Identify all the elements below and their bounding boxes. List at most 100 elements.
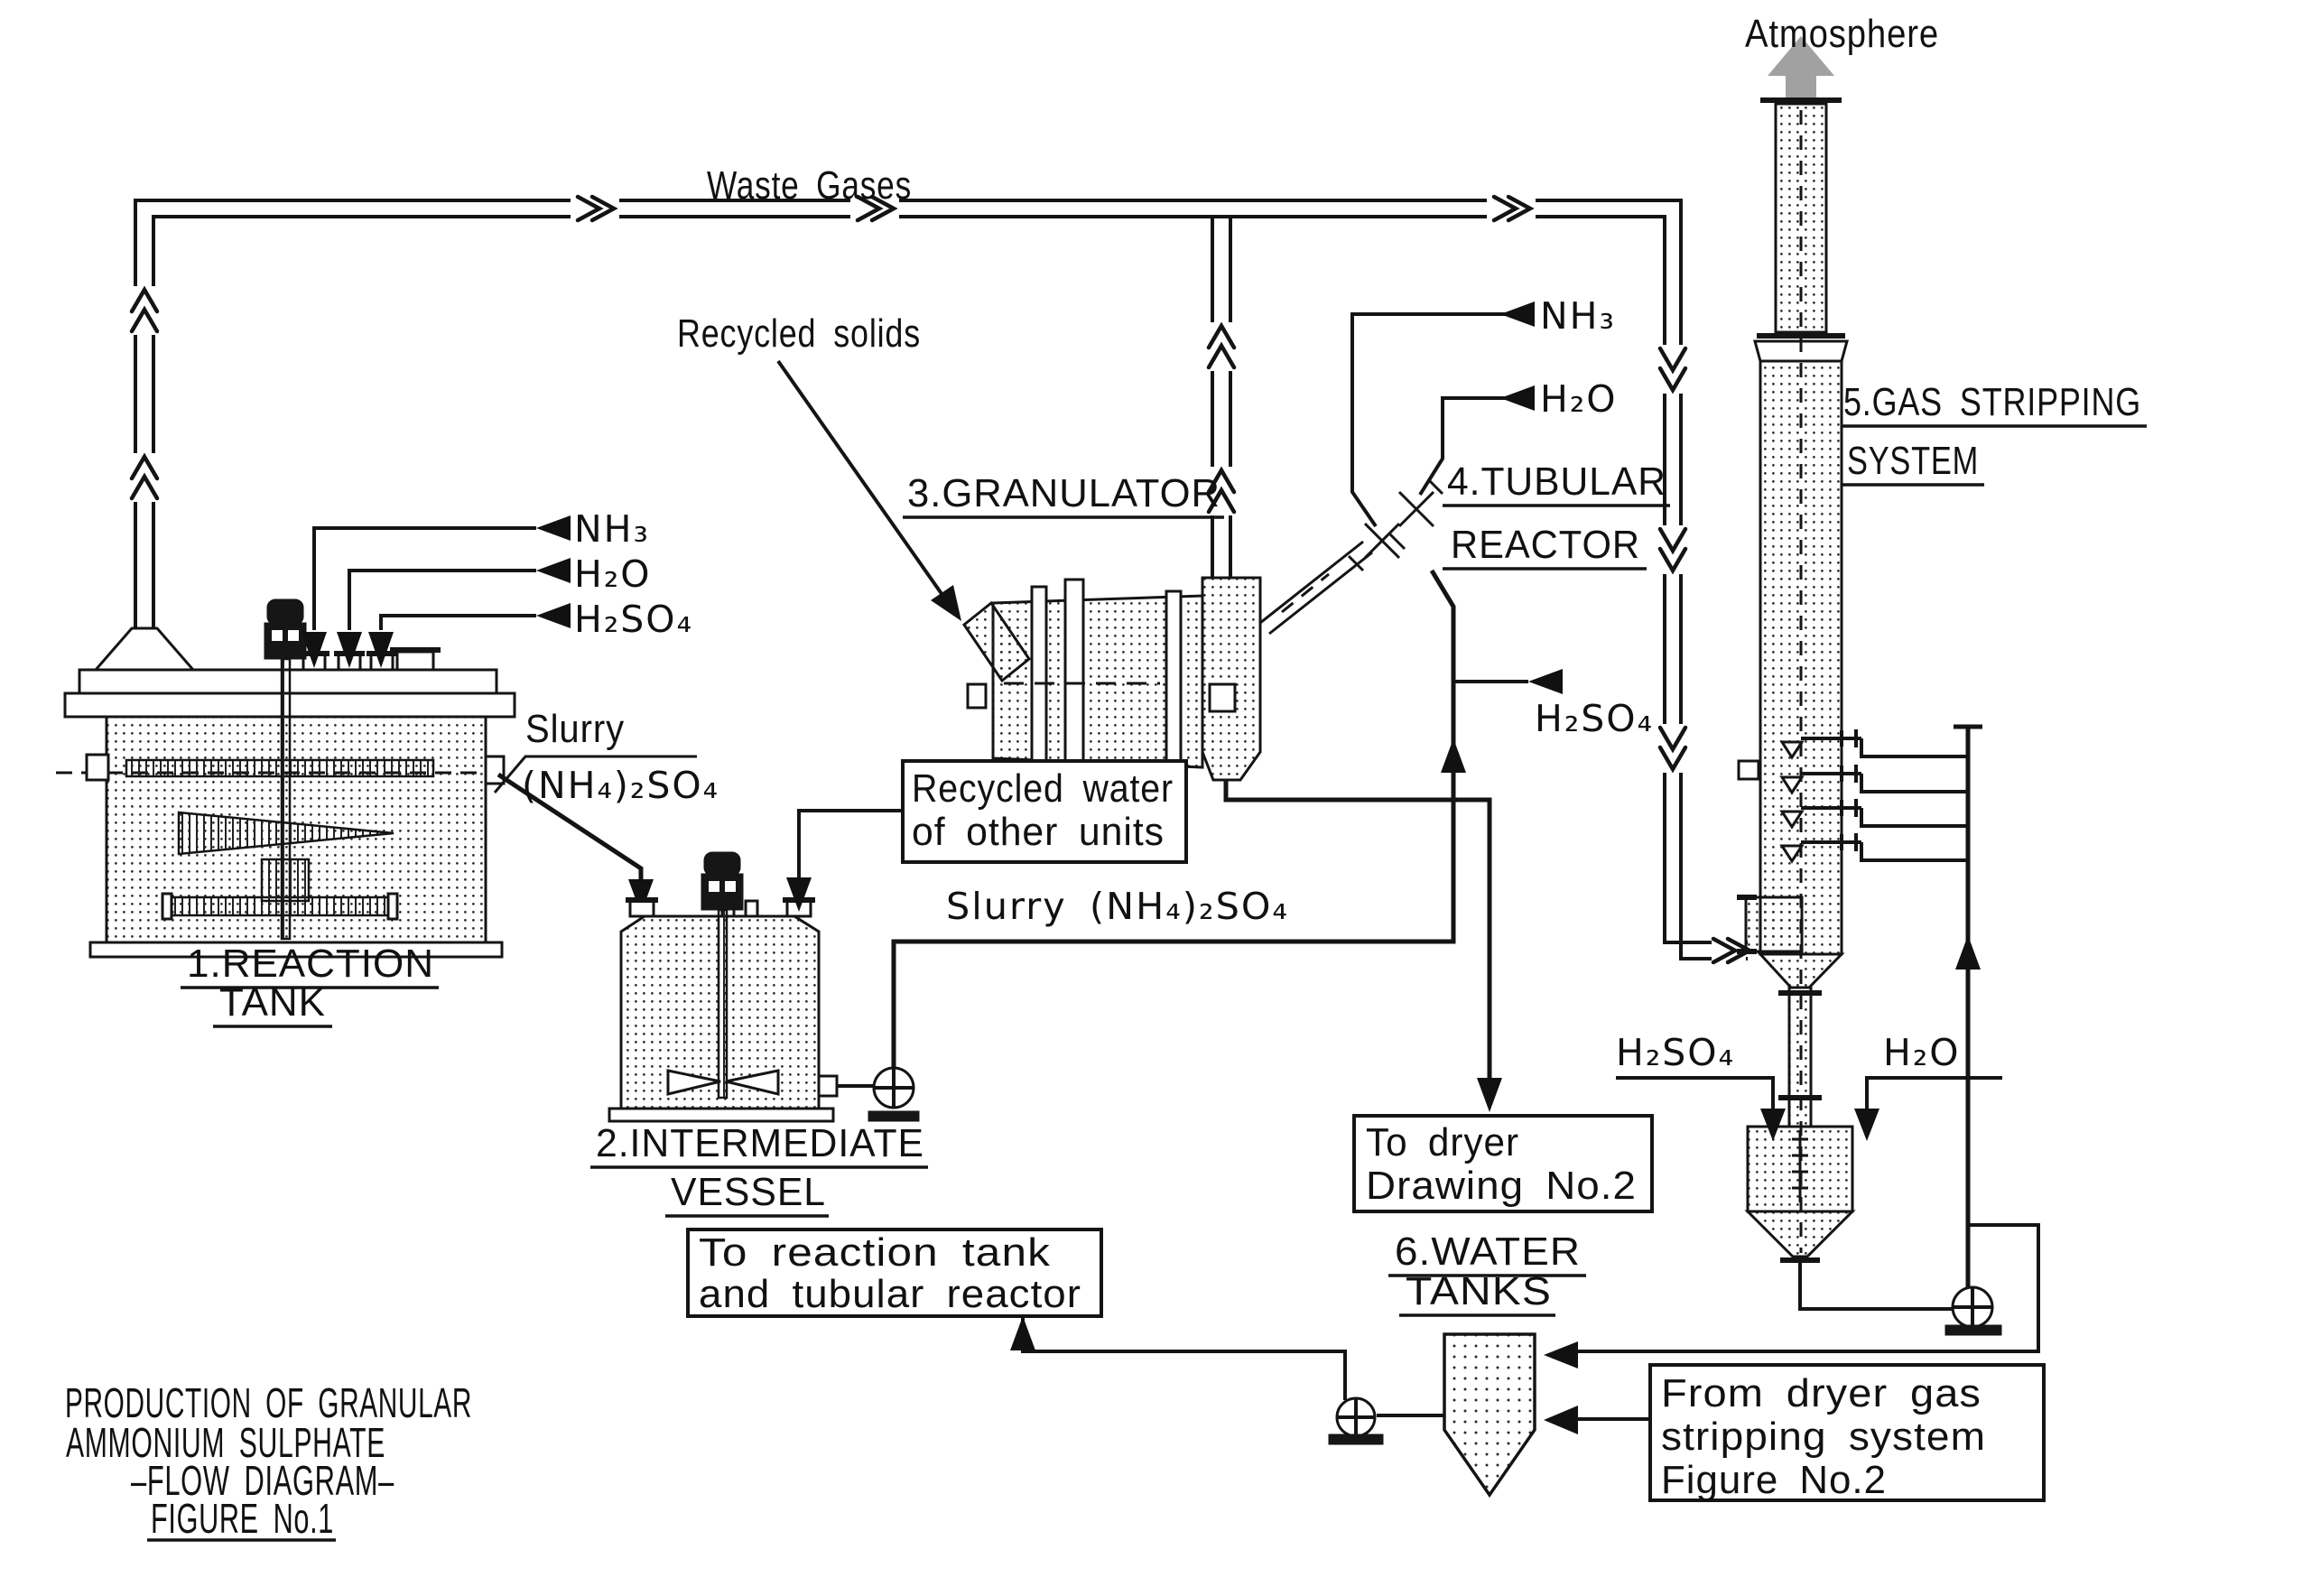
up-arrow-icon [1955, 935, 1981, 970]
title-line-3: –FLOW DIAGRAM– [131, 1457, 394, 1504]
reaction-tank-label-1: 1.REACTION [187, 942, 434, 986]
slurry-line-to-vessel [493, 755, 697, 914]
water-tank-body [1443, 1332, 1536, 1499]
down-arrow-icon [1760, 1109, 1786, 1141]
recycled-water-line [786, 809, 903, 912]
agitator-motor-icon [701, 851, 744, 911]
left-arrow-icon [1544, 1341, 1578, 1369]
spray-nozzle-icon [1779, 810, 1805, 830]
recirculation-manifold [1954, 724, 1982, 1287]
to-reaction-box [686, 1228, 1103, 1318]
tubular-reactor-label-2: REACTOR [1451, 523, 1640, 567]
h2o-label-tank: H₂O [574, 552, 652, 596]
up-arrow-icon [1010, 1316, 1035, 1350]
down-arrow-icon [337, 632, 362, 668]
intermediate-vessel-label-1: 2.INTERMEDIATE [596, 1121, 924, 1165]
shaft-bearing [260, 858, 311, 903]
slurry-outlet-nozzle [484, 755, 506, 785]
stack-flare [92, 626, 197, 672]
outlet-nozzle [817, 1074, 839, 1098]
agitator-shaft [717, 908, 729, 1100]
title-line-1: PRODUCTION OF GRANULAR [65, 1379, 472, 1426]
from-dryer-box [1648, 1363, 2046, 1502]
propeller-blade [666, 1069, 721, 1096]
h2so4-label-stripping: H₂SO₄ [1616, 1031, 1735, 1074]
gas-stripping-label-2: SYSTEM [1847, 439, 1979, 483]
down-arrow-icon [368, 632, 394, 668]
tubular-reactor [1259, 302, 1535, 636]
left-arrow-icon [1544, 1406, 1578, 1434]
title-line-4: FIGURE No.1 [151, 1495, 334, 1542]
gas-inlet-box [1744, 895, 1804, 953]
to-reaction-text-1: To reaction tank [699, 1230, 1051, 1275]
from-dryer-text-1: From dryer gas [1661, 1371, 1982, 1415]
flow-chevron-down [1657, 345, 1688, 774]
down-arrow-icon [302, 632, 327, 668]
recycled-water-box [901, 759, 1188, 864]
h2o-feed-arrow-icon [536, 558, 571, 583]
slurry-word-label: Slurry [525, 707, 625, 751]
spray-nozzle-icon [1779, 775, 1805, 795]
down-arrow-icon [1477, 1078, 1502, 1112]
recycled-water-label-1: Recycled water [912, 766, 1174, 811]
leader-arrow-icon [931, 585, 961, 621]
spray-nozzle-icon [1779, 844, 1805, 864]
atmosphere-arrow-icon [1768, 36, 1834, 103]
impeller [177, 811, 394, 856]
granulator-label: 3.GRANULATOR [907, 471, 1220, 515]
note-boxes [686, 759, 2046, 1502]
reaction-tank-label-2: TANK [219, 980, 326, 1025]
feed-chute [961, 600, 1032, 683]
left-nozzle [85, 753, 110, 782]
flow-chevron-up [129, 285, 1237, 515]
title-line-2: AMMONIUM SULPHATE [66, 1419, 385, 1466]
nh3-label-reactor: NH₃ [1540, 294, 1616, 338]
waste-gases-label: Waste Gases [707, 163, 912, 208]
label-underlines [147, 424, 2147, 1542]
from-dryer-text-3: Figure No.2 [1661, 1458, 1887, 1502]
nh3-feed-arrow-icon [536, 515, 571, 541]
drum-ring [1165, 589, 1183, 781]
vessel-base [608, 1107, 835, 1123]
title-block: PRODUCTION OF GRANULAR AMMONIUM SULPHATE… [65, 1379, 472, 1542]
mixer-x [1397, 490, 1435, 528]
water-tanks [1010, 1316, 1650, 1499]
down-arrow-icon [1854, 1109, 1879, 1141]
h2so4-label-reactor: H₂SO₄ [1535, 697, 1654, 740]
side-nozzle [1737, 759, 1760, 781]
reaction-tank [56, 598, 516, 959]
drum-support [966, 682, 988, 710]
overflow-to-water-tank [1578, 1223, 2040, 1353]
recycle-to-reaction-line [1021, 1318, 1347, 1400]
hood-window [1208, 682, 1237, 713]
tubular-reactor-label-1: 4.TUBULAR [1447, 459, 1666, 504]
to-reaction-text-2: and tubular reactor [699, 1272, 1081, 1316]
h2o-feed-arrow-icon [1500, 385, 1535, 411]
nh3-feed-arrow-icon [1500, 302, 1535, 327]
recycled-solids-label: Recycled solids [677, 311, 921, 356]
seal-tank-internals [1792, 1130, 1808, 1202]
slurry-label-leader [493, 755, 697, 793]
vessel-pump-and-slurry-transfer [837, 569, 1563, 1122]
capped-nozzle [395, 650, 435, 672]
up-arrow-icon [1441, 738, 1466, 773]
column-cone [1757, 952, 1845, 989]
reaction-tank-feeds [302, 515, 571, 668]
agitator-motor-icon [264, 598, 307, 660]
drain-pipe [1787, 986, 1813, 1128]
propeller-blade [725, 1069, 780, 1096]
recycled-solids-leader [776, 359, 961, 621]
agitator-shaft [280, 657, 292, 941]
to-dryer-text-2: Drawing No.2 [1366, 1164, 1637, 1208]
down-arrow-icon [786, 877, 812, 912]
atmosphere-label: Atmosphere [1745, 12, 1939, 56]
flow-chevron-right [571, 194, 1536, 223]
water-tanks-label-1: 6.WATER [1395, 1229, 1581, 1274]
sparger-upper [125, 758, 435, 778]
h2so4-feed-arrow-icon [536, 603, 571, 628]
slurry-formula-label: (NH₄)₂SO₄ [522, 764, 719, 807]
spray-pipe [1259, 540, 1373, 636]
to-dryer-box [1352, 1114, 1654, 1213]
from-dryer-text-2: stripping system [1661, 1415, 1986, 1459]
